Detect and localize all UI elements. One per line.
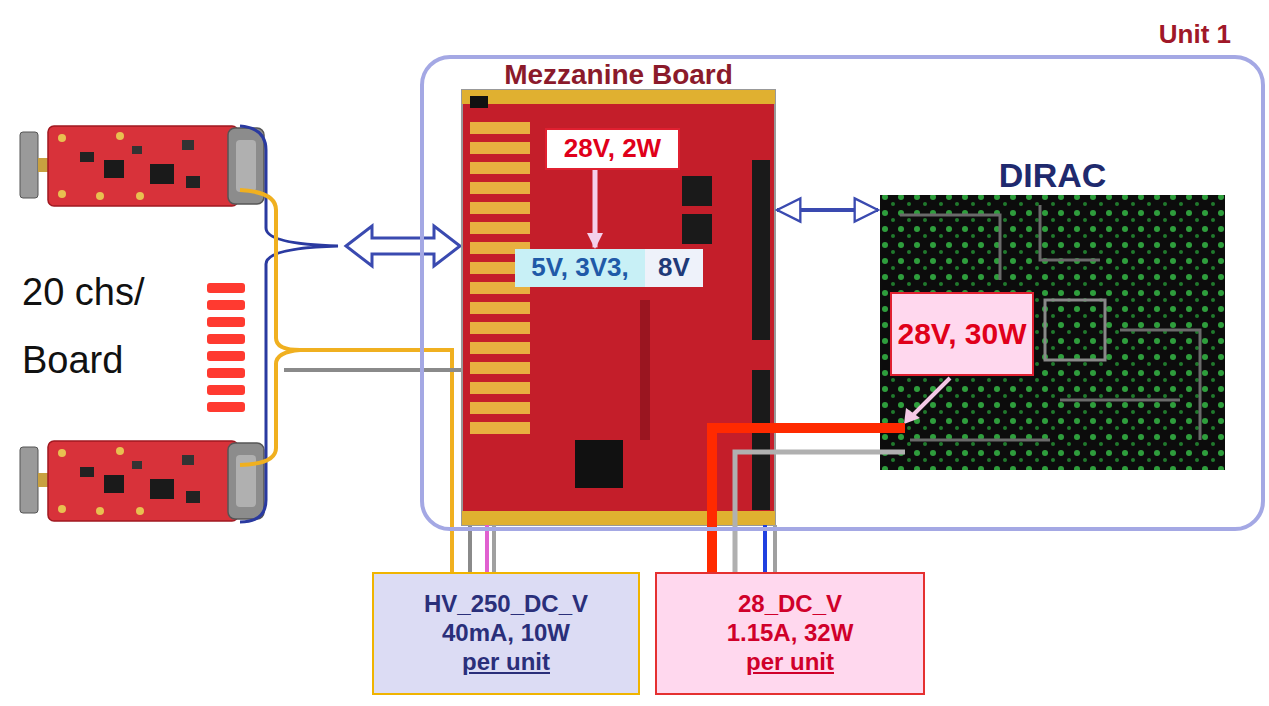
return-wire bbox=[735, 452, 905, 572]
box-text: 28V, 2W bbox=[564, 133, 661, 164]
box-text: 8V bbox=[658, 252, 690, 283]
box-text: 28V, 30W bbox=[898, 316, 1027, 352]
box-text: 5V, 3V3, bbox=[531, 252, 628, 283]
rail-box: 8V bbox=[645, 249, 703, 286]
power-wire bbox=[712, 428, 905, 572]
box-text: 28_DC_V bbox=[738, 590, 842, 619]
signal-arrow bbox=[777, 208, 878, 212]
power-box: 28V, 2W bbox=[545, 128, 680, 169]
signal-arrow bbox=[593, 170, 598, 248]
chip bbox=[682, 176, 712, 206]
chip bbox=[682, 214, 712, 244]
board-box: DIRAC 28V, 30W bbox=[880, 155, 1225, 470]
power-wire bbox=[763, 525, 767, 572]
box-text: 40mA, 10W bbox=[442, 619, 570, 648]
supply-box: HV_250_DC_V40mA, 10Wper unit bbox=[372, 572, 640, 695]
pointer bbox=[912, 378, 950, 416]
channel-bars bbox=[207, 283, 245, 412]
connector bbox=[752, 160, 770, 340]
channel-note: 20 chs/ Board bbox=[22, 258, 182, 394]
double-arrow bbox=[346, 226, 460, 266]
box-text: 1.15A, 32W bbox=[727, 619, 854, 648]
supply-box: 28_DC_V1.15A, 32Wper unit bbox=[655, 572, 925, 695]
mezzanine-pcb bbox=[462, 90, 775, 525]
return-wire bbox=[284, 370, 470, 572]
chip bbox=[575, 440, 623, 488]
box-text: HV_250_DC_V bbox=[424, 590, 588, 619]
connector bbox=[752, 370, 770, 510]
power-box: 28V, 30W bbox=[890, 292, 1035, 376]
unit-box: Unit 1Mezzanine Board28V, 2W5V, 3V3,8VDI… bbox=[420, 55, 1265, 531]
heading: DIRAC bbox=[880, 155, 1225, 196]
heading: Unit 1 bbox=[1159, 19, 1231, 50]
return-wire bbox=[773, 525, 777, 572]
dirac-pcb bbox=[880, 195, 1225, 470]
sensor-card bbox=[20, 441, 264, 521]
pointer bbox=[904, 408, 920, 424]
heading: Mezzanine Board bbox=[462, 58, 775, 92]
board-box: Mezzanine Board 28V, 2W 5V, 3V3, 8V bbox=[462, 58, 775, 525]
box-text: per unit bbox=[746, 648, 834, 677]
brace bbox=[240, 126, 338, 522]
hv-wire bbox=[300, 350, 452, 572]
rail-box: 5V, 3V3, bbox=[515, 249, 645, 286]
return-wire bbox=[492, 525, 496, 572]
brace bbox=[240, 190, 300, 465]
power-wire bbox=[485, 525, 489, 572]
sensor-card bbox=[20, 126, 264, 206]
box-text: per unit bbox=[462, 648, 550, 677]
